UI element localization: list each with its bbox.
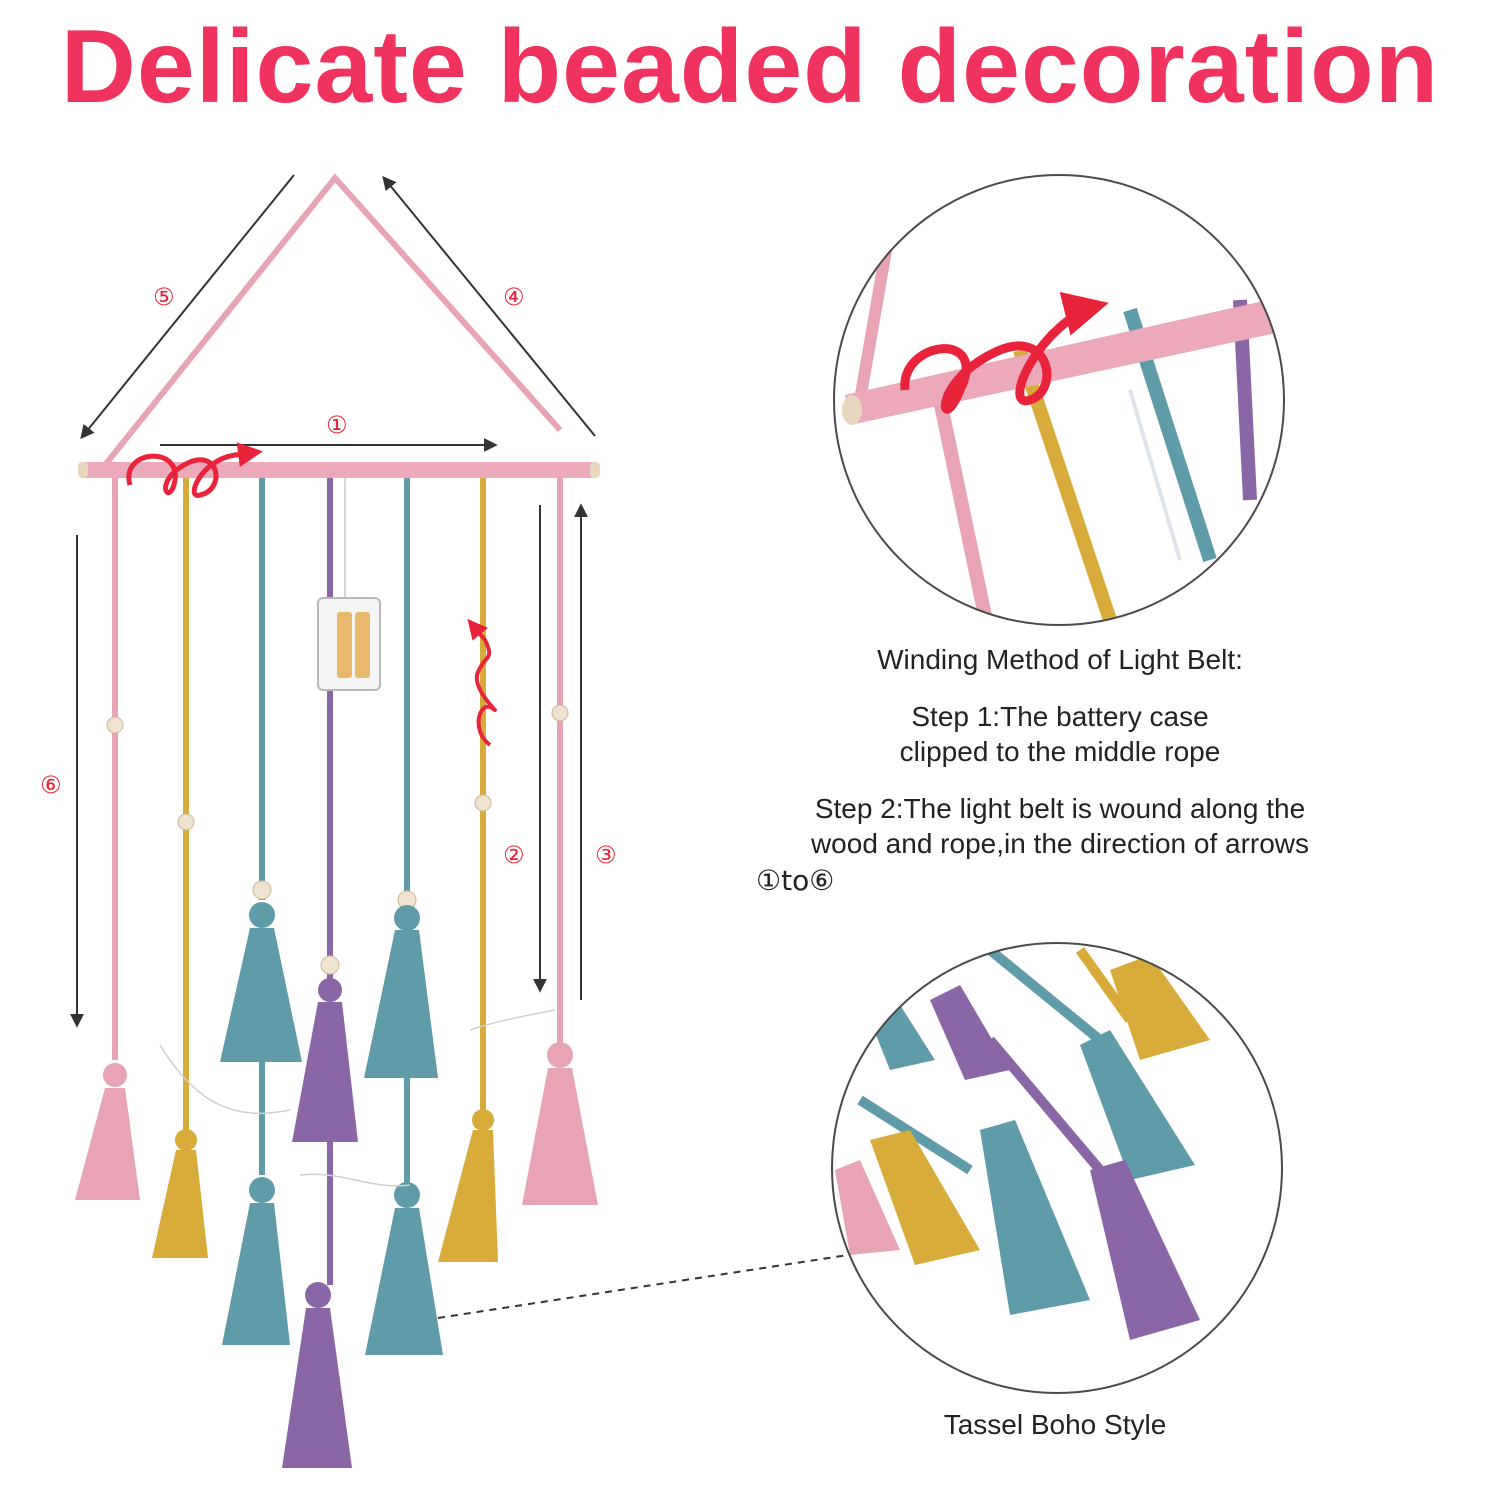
tassel-yellow-left	[152, 1129, 208, 1258]
bead	[106, 716, 124, 734]
marker-3: ③	[595, 841, 617, 869]
tassel-pink-left	[75, 1063, 140, 1200]
wall-hanging-main	[75, 173, 600, 1468]
step1-line1: Step 1:The battery case	[911, 701, 1209, 732]
bead	[177, 813, 195, 831]
winding-loops-rope	[467, 618, 497, 747]
marker-4: ④	[503, 283, 525, 311]
detail-circle-tassels	[831, 942, 1283, 1394]
step1-line2: clipped to the middle rope	[899, 736, 1221, 767]
arrow-4	[382, 175, 596, 437]
tassel-blue-lower-left	[222, 1177, 290, 1345]
battery-case	[317, 478, 381, 691]
hanging-rope	[102, 173, 563, 467]
marker-2: ②	[503, 841, 525, 869]
tassel-purple-lower	[282, 1282, 352, 1468]
marker-6: ⑥	[40, 771, 62, 799]
step2-line3: ①to⑥	[756, 864, 835, 897]
light-wire	[159, 1009, 556, 1187]
wooden-rod	[78, 462, 600, 478]
step2-line2: wood and rope,in the direction of arrows	[810, 828, 1310, 859]
tassel-purple-upper	[292, 978, 358, 1142]
tassel-pink-right	[522, 1042, 598, 1205]
bead	[551, 704, 569, 722]
detail-circle-rod	[833, 174, 1285, 626]
step2-line1: Step 2:The light belt is wound along the	[814, 793, 1306, 824]
winding-title: Winding Method of Light Belt:	[877, 644, 1243, 675]
arrow-5	[80, 174, 295, 440]
marker-5: ⑤	[153, 283, 175, 311]
bead	[320, 955, 340, 975]
tassel-blue-upper-right	[364, 905, 438, 1078]
tassel-yellow-right	[438, 1109, 498, 1262]
bead	[474, 794, 492, 812]
tassel-blue-lower-right	[365, 1182, 443, 1355]
tassel-caption: Tassel Boho Style	[943, 1409, 1167, 1440]
direction-arrows	[70, 174, 596, 1028]
marker-1: ①	[326, 411, 348, 439]
tassel-blue-upper-left	[220, 902, 302, 1062]
winding-loops-rod	[126, 442, 263, 498]
bead	[252, 880, 272, 900]
headline: Delicate beaded decoration	[60, 9, 1440, 125]
leader-line	[437, 1254, 849, 1319]
